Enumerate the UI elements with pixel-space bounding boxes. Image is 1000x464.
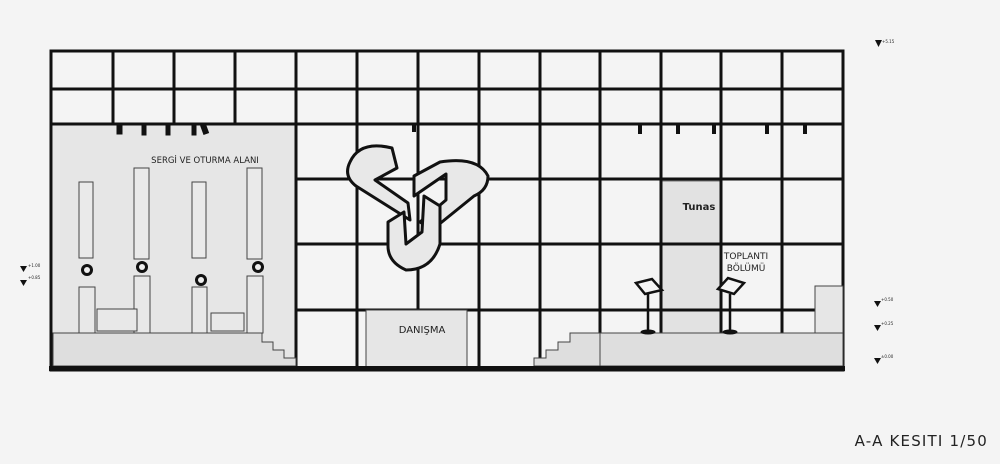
level-marker-text: ±0.00	[881, 354, 894, 359]
floor-slab	[49, 366, 845, 371]
left-platform	[52, 332, 297, 367]
info-desk-label: DANIŞMA	[399, 325, 446, 336]
right-counter	[814, 285, 844, 334]
level-marker-left-1: +1.00	[20, 263, 41, 272]
level-marker-top: +5.15	[875, 39, 895, 47]
spotlight-center	[412, 125, 416, 132]
spotlights-right	[638, 125, 807, 134]
spotlights-left	[108, 123, 215, 136]
exhibition-area-label: SERGİ VE OTURMA ALANI	[151, 155, 259, 166]
display-heads	[81, 261, 264, 286]
level-marker-text: +0.85	[28, 275, 41, 280]
display-panels	[78, 167, 263, 260]
level-marker-text: +0.25	[881, 321, 894, 326]
level-marker-right-3: ±0.00	[874, 354, 894, 364]
benches	[96, 308, 245, 332]
level-marker-right-1: +0.50	[874, 297, 894, 307]
grid-top	[51, 51, 843, 126]
meeting-label-line1: TOPLANTI	[723, 252, 768, 262]
meeting-label-line2: BÖLÜMÜ	[727, 263, 766, 274]
meeting-platform	[533, 332, 844, 367]
section-caption: A-A KESITI 1/50	[854, 432, 988, 450]
level-marker-text: +1.00	[28, 263, 41, 268]
info-desk	[365, 309, 468, 369]
level-marker-text: +5.15	[882, 39, 895, 44]
bar-stools	[633, 276, 747, 335]
level-marker-text: +0.50	[881, 297, 894, 302]
brand-logo-text: Tunas	[683, 202, 716, 213]
level-marker-right-2: +0.25	[874, 321, 894, 331]
level-marker-left-2: +0.85	[20, 275, 41, 286]
logo-mark	[346, 144, 490, 272]
